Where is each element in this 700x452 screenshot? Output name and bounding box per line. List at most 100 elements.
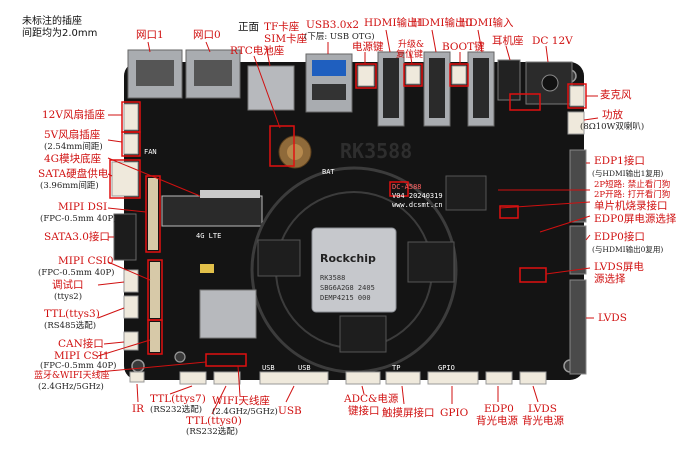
boot-key	[451, 65, 467, 85]
usb-header	[259, 371, 329, 385]
label-mipi-csi1: MIPI CSI1	[54, 350, 110, 362]
label-front: 正面	[238, 21, 259, 33]
mount-hole	[174, 351, 186, 363]
silk-gpio: GPIO	[438, 364, 455, 372]
label-mcu-burn: 单片机烧录接口	[594, 200, 668, 212]
ttl3-port	[123, 295, 139, 319]
label-fan5v-sub: (2.54mm间距)	[44, 142, 103, 152]
label-edp0-sub: (与HDMI输出0复用)	[592, 245, 664, 254]
label-ttl3: TTL(ttys3)	[44, 308, 100, 320]
ttl7-socket	[179, 371, 207, 385]
label-mipi-csi0-sub: (FPC-0.5mm 40P)	[38, 268, 115, 278]
highlight-box	[403, 63, 423, 87]
label-dc12v: DC 12V	[532, 35, 573, 47]
silk-usb1: USB	[262, 364, 275, 372]
label-boot-key: BOOT键	[442, 41, 485, 53]
highlight-box	[147, 319, 163, 355]
highlight-box	[519, 267, 547, 283]
soc-line1: RK3588	[320, 274, 345, 282]
mipi-dsi-fpc	[148, 178, 158, 250]
label-adc-2: 键接口	[348, 405, 380, 417]
touch-socket	[385, 371, 421, 385]
edp0-header	[569, 225, 587, 275]
mipi-csi1-fpc	[150, 322, 160, 352]
label-amp: 功放	[602, 109, 623, 121]
label-tf-slot: TF卡座	[264, 21, 300, 33]
label-lvds-backlight-2: 背光电源	[522, 415, 564, 427]
label-wifi-antenna: WIFI天线座	[212, 395, 270, 407]
label-usb: USB	[278, 405, 302, 417]
lte-socket	[161, 195, 263, 227]
label-ttl7: TTL(ttys7)	[150, 393, 206, 405]
silk-site: www.dcsmt.cn	[392, 201, 443, 209]
label-ttl0-sub: (RS232选配)	[186, 427, 239, 437]
earphone-jack	[497, 59, 521, 101]
label-bt-wifi-antenna: 蓝牙&WIFI天线座	[34, 371, 110, 381]
label-ttl0: TTL(ttys0)	[186, 415, 242, 427]
spacing-note: 未标注的插座 间距均为2.0mm	[22, 16, 97, 40]
silk-fan: FAN	[144, 148, 157, 156]
soc-line2: SBG6A2G8 2405	[320, 284, 375, 292]
label-ttl7-sub: (RS232选配)	[150, 405, 203, 415]
ir-socket	[129, 371, 145, 383]
label-lvds-backlight: LVDS	[528, 403, 557, 415]
highlight-box	[145, 175, 161, 253]
spacing-note-line2: 间距均为2.0mm	[22, 28, 98, 39]
label-touch: 触摸屏接口	[382, 407, 435, 419]
label-edp0-power-sel: EDP0屏电源选择	[594, 213, 677, 225]
label-power-key: 电源键	[352, 41, 384, 53]
highlight-box	[355, 63, 377, 89]
label-mipi-csi0: MIPI CSI0	[58, 255, 114, 267]
silk-big: RK3588	[340, 139, 412, 163]
edp1-header	[569, 149, 587, 223]
amp-socket	[567, 111, 585, 135]
label-sim-slot: SIM卡座	[264, 33, 308, 45]
highlight-box	[205, 353, 247, 367]
label-adc: ADC&电源	[344, 393, 399, 405]
label-mipi-dsi: MIPI DSI	[58, 201, 108, 213]
label-debug-sub: (ttys2)	[54, 292, 83, 302]
soc-brand: Rockchip	[320, 252, 376, 265]
label-hdmi-out0: HDMI输出0	[412, 17, 473, 29]
silk-model: V04 20240319	[392, 192, 443, 200]
label-edp0: EDP0接口	[594, 231, 645, 243]
adc-socket	[345, 371, 381, 385]
highlight-box	[509, 93, 541, 111]
label-hdmi-out1: HDMI输出1	[364, 17, 425, 29]
wifi-module	[199, 289, 257, 339]
edp0-bl-socket	[485, 371, 513, 385]
label-lte: 4G模块底座	[44, 153, 102, 165]
label-fan5v: 5V风扇插座	[44, 129, 101, 141]
label-sata-power-sub: (3.96mm间距)	[40, 181, 99, 191]
label-rtc: RTC电池座	[230, 45, 285, 57]
label-mic: 麦克风	[600, 89, 632, 101]
spacing-note-line1: 未标注的插座	[22, 16, 82, 27]
label-gpio: GPIO	[440, 407, 469, 419]
leader-lines	[97, 29, 599, 415]
label-ttl3-sub: (RS485选配)	[44, 321, 97, 331]
highlight-box	[269, 125, 295, 167]
fan5v-socket	[123, 133, 139, 155]
ttl0-socket	[213, 371, 241, 385]
label-sata-power: SATA硬盘供电	[38, 168, 109, 180]
upgrade-key	[405, 65, 421, 85]
label-upgrade-key-1: 升级&	[398, 40, 425, 50]
label-fan12v: 12V风扇插座	[42, 109, 105, 121]
label-earphone: 耳机座	[492, 35, 524, 47]
highlight-box	[449, 63, 469, 87]
rockchip-soc	[311, 227, 397, 313]
label-bt-wifi-antenna-sub: (2.4GHz/5GHz)	[38, 382, 104, 392]
fan12v-socket	[123, 103, 139, 131]
label-edp0-backlight: EDP0	[484, 403, 514, 415]
label-amp-sub: (8Ω10W双喇叭)	[580, 122, 645, 132]
debug-port	[123, 269, 139, 293]
label-wifi-antenna-sub: (2.4GHz/5GHz)	[212, 407, 278, 417]
can-port	[123, 331, 139, 351]
label-usb30: USB3.0x2	[306, 19, 360, 31]
silk-tp: TP	[392, 364, 400, 372]
label-debug: 调试口	[52, 279, 84, 291]
highlight-box	[499, 205, 519, 219]
label-sata30: SATA3.0接口	[44, 231, 110, 243]
label-usb30-sub: (下层: USB OTG)	[304, 32, 375, 42]
